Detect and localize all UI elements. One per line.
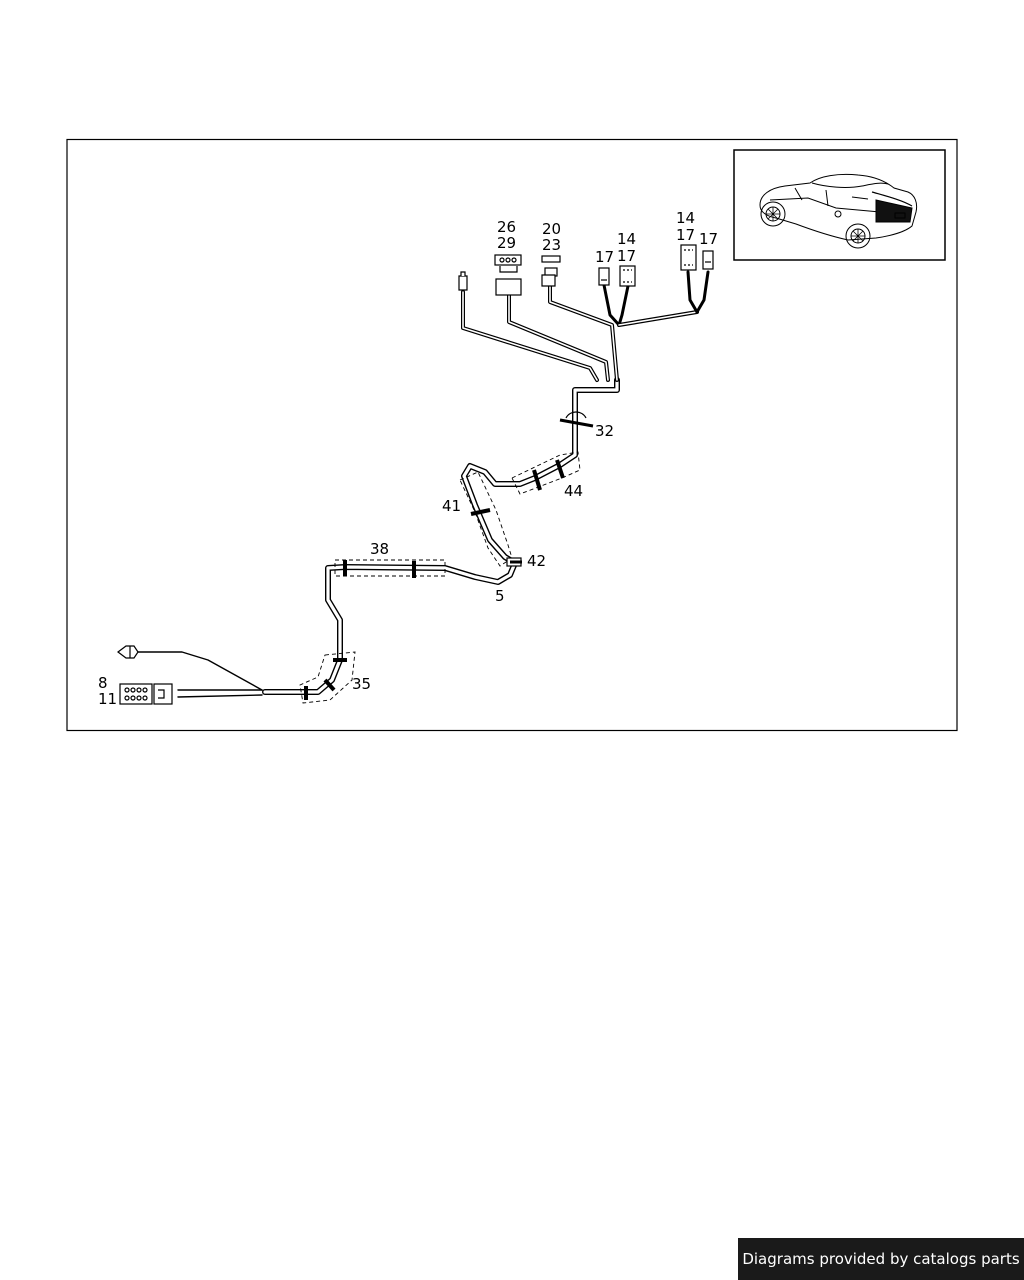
clip-44-a — [532, 469, 542, 491]
sleeve-35 — [299, 651, 356, 704]
sleeve-44 — [511, 451, 581, 495]
footer-credit: Diagrams provided by catalogs parts — [738, 1238, 1024, 1280]
branch-wire-17-a — [602, 283, 621, 327]
branch-wire-sensor — [134, 651, 263, 691]
callout-17-b: 17 — [617, 247, 636, 265]
callout-17-a: 17 — [595, 248, 614, 266]
connector-20-23 — [541, 255, 561, 287]
diagram-frame — [66, 138, 958, 732]
callout-42: 42 — [527, 552, 546, 570]
holder-42 — [506, 557, 522, 567]
branch-wire-plug-bottom — [177, 694, 263, 698]
connector-left-bulb — [458, 271, 468, 291]
callout-5: 5 — [495, 587, 505, 605]
callout-44: 44 — [564, 482, 583, 500]
branch-wire-14-17-c — [686, 270, 699, 314]
callout-35: 35 — [352, 675, 371, 693]
branch-wire-left-connector — [461, 290, 599, 382]
callout-38: 38 — [370, 540, 389, 558]
sleeve-38 — [334, 559, 446, 577]
connectors — [117, 244, 714, 705]
callout-23: 23 — [542, 236, 561, 254]
connector-14-17-c — [680, 244, 697, 271]
connector-14-17-b — [619, 265, 636, 287]
connector-17-a — [598, 267, 610, 286]
callout-11: 11 — [98, 690, 117, 708]
branch-wire-17-d — [695, 270, 710, 314]
callout-14-c: 14 — [676, 209, 695, 227]
callout-14-b: 14 — [617, 230, 636, 248]
main-harness-trunk — [262, 377, 620, 695]
callout-17-d: 17 — [699, 230, 718, 248]
callout-41: 41 — [442, 497, 461, 515]
harness-wires — [134, 270, 710, 698]
callout-26: 26 — [497, 218, 516, 236]
harness-clips — [304, 459, 565, 700]
callout-29: 29 — [497, 234, 516, 252]
car-icon — [759, 173, 918, 249]
clip-35-b — [323, 678, 336, 692]
callout-17-c: 17 — [676, 226, 695, 244]
connector-26-29 — [494, 254, 522, 296]
callout-32: 32 — [595, 422, 614, 440]
connector-sensor — [117, 645, 139, 659]
clip-44-b — [555, 459, 565, 479]
callout-8: 8 — [98, 674, 108, 692]
callout-labels: 26 29 20 23 17 14 17 14 17 17 32 44 41 4… — [98, 209, 718, 708]
clip-41 — [470, 508, 491, 516]
branch-wire-14-17-b — [617, 284, 630, 327]
callout-20: 20 — [542, 220, 561, 238]
grommet-32 — [559, 411, 594, 428]
connector-17-d — [702, 250, 714, 270]
car-inset — [733, 149, 946, 261]
connector-8-11 — [119, 683, 173, 705]
